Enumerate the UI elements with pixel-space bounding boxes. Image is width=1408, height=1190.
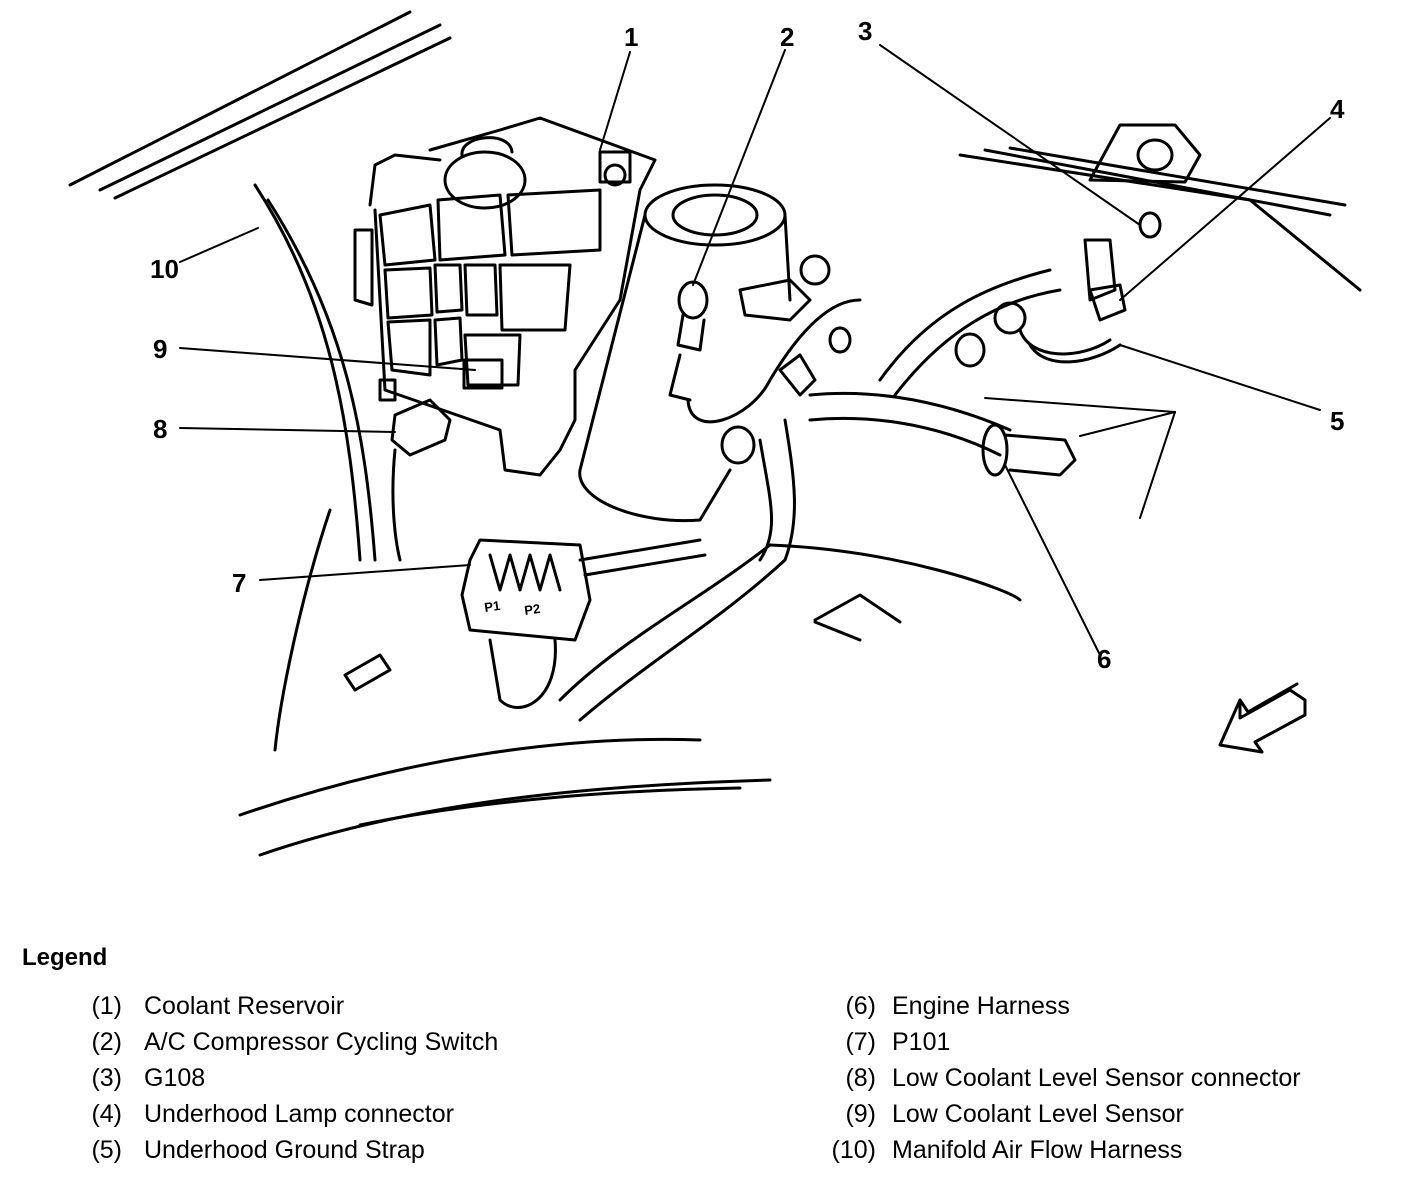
legend-item-number: (1): [91, 992, 122, 1020]
legend-item-label: Engine Harness: [892, 992, 1070, 1020]
legend-item-number: (9): [845, 1100, 876, 1128]
diagram-canvas: 1 2 3 4 5 6 7 8 9 10 P1 P2: [68, 10, 1362, 857]
legend-item: (10) Manifold Air Flow Harness: [820, 1136, 1183, 1172]
legend-item: (7) P101: [820, 1028, 950, 1064]
callout-5: 5: [1330, 406, 1344, 436]
callout-6: 6: [1097, 644, 1111, 674]
legend-item-label: A/C Compressor Cycling Switch: [144, 1028, 499, 1056]
legend-title: Legend: [22, 944, 108, 971]
legend-item-number: (7): [845, 1028, 876, 1056]
legend-item-number: (4): [91, 1100, 122, 1128]
ac-switch-drawing: [668, 280, 862, 424]
engine-harness-drawing: [558, 268, 1077, 722]
legend-item-label: Low Coolant Level Sensor: [892, 1100, 1184, 1128]
air-intake-tube-drawing: [578, 183, 831, 523]
legend-item-number: (3): [91, 1064, 122, 1092]
legend-item-number: (8): [845, 1064, 876, 1092]
legend-item: (4) Underhood Lamp connector: [88, 1100, 454, 1136]
hood-hinge-bracket: [1088, 123, 1202, 184]
coolant-reservoir-drawing: [353, 116, 657, 477]
connector-mark-p2: P2: [523, 601, 541, 618]
legend-item: (6) Engine Harness: [820, 992, 1069, 1028]
legend-column-left: (1) Coolant Reservoir (2) A/C Compressor…: [88, 992, 498, 1172]
legend-item-label: Manifold Air Flow Harness: [892, 1136, 1183, 1164]
legend-item: (8) Low Coolant Level Sensor connector: [820, 1064, 1300, 1100]
legend-item-label: Low Coolant Level Sensor connector: [892, 1064, 1301, 1092]
callout-7: 7: [232, 568, 246, 598]
ground-strap-drawing: [720, 211, 1162, 465]
legend-item: (5) Underhood Ground Strap: [88, 1136, 424, 1172]
connector-mark-p1: P1: [483, 598, 501, 615]
callout-9: 9: [153, 334, 167, 364]
legend-item: (2) A/C Compressor Cycling Switch: [88, 1028, 498, 1064]
legend-item-number: (6): [845, 992, 876, 1020]
legend-item: (9) Low Coolant Level Sensor: [820, 1100, 1183, 1136]
legend-item-label: Coolant Reservoir: [144, 992, 345, 1020]
low-coolant-connector-drawing: [378, 358, 504, 562]
front-direction-arrow: [1218, 682, 1307, 754]
legend-item-number: (10): [831, 1136, 876, 1164]
p101-connector-drawing: [343, 538, 707, 709]
legend-item-number: (2): [91, 1028, 122, 1056]
legend-item-label: G108: [144, 1064, 206, 1092]
callout-10: 10: [150, 254, 179, 284]
legend-item-label: Underhood Ground Strap: [144, 1136, 425, 1164]
callout-4: 4: [1330, 94, 1345, 124]
legend-item: (3) G108: [88, 1064, 205, 1100]
callout-8: 8: [153, 414, 167, 444]
legend-item: (1) Coolant Reservoir: [88, 992, 344, 1028]
legend-item-label: Underhood Lamp connector: [144, 1100, 454, 1128]
callout-3: 3: [858, 16, 872, 46]
engine-compartment-diagram: 1 2 3 4 5 6 7 8 9 10 P1 P2: [68, 10, 1362, 857]
legend-column-right: (6) Engine Harness (7) P101 (8) Low Cool…: [820, 992, 1301, 1172]
callout-numbers: 1 2 3 4 5 6 7 8 9 10 P1 P2: [150, 16, 1345, 674]
callout-1: 1: [624, 22, 638, 52]
body-panel-lines: [68, 10, 1362, 857]
callout-2: 2: [780, 22, 794, 52]
legend: Legend (1) Coolant Reservoir (2) A/C Com…: [0, 930, 1408, 1190]
legend-item-number: (5): [91, 1136, 122, 1164]
legend-item-label: P101: [892, 1028, 951, 1056]
callout-leader-lines: [179, 44, 1331, 656]
